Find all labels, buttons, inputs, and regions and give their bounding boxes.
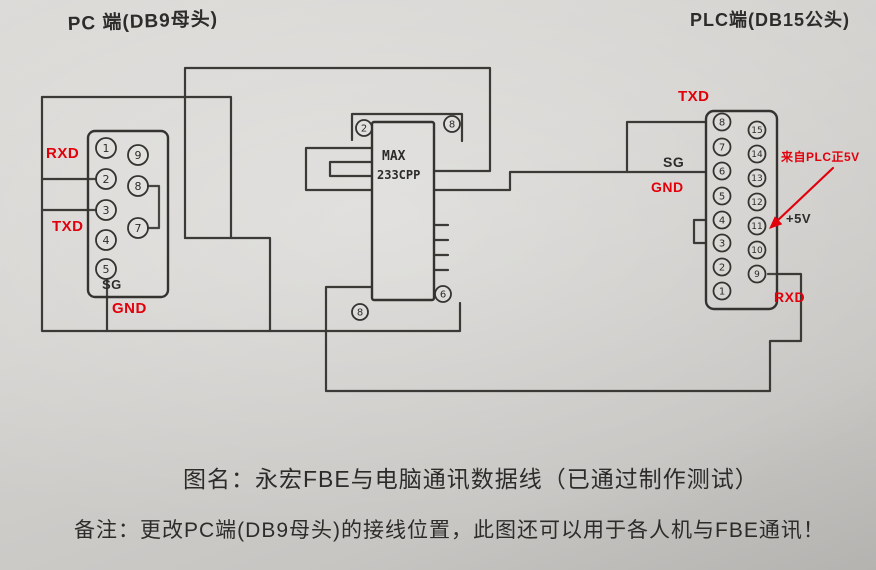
pin-number: 12 [751,198,762,208]
pin-circle [747,192,767,212]
pin-number: 5 [103,263,110,276]
pin-circle [127,217,149,239]
gnd-label-plc: GND [651,179,684,195]
pin-circle [747,168,767,188]
pin-number: 8 [135,180,142,193]
db9-left-pins: 1 2 3 4 5 [95,137,117,280]
pin-circle [712,112,732,132]
plus5v-label: +5V [786,211,811,226]
pin-circle [95,229,117,251]
pin-number: 2 [103,173,110,186]
sg-label-plc: SG [663,154,684,170]
pin-circle [127,144,149,166]
from-plc-5v-arrow [769,166,835,229]
pin-number: 15 [751,126,762,136]
wire-sg-line [432,170,708,192]
pin-number: 7 [719,143,725,154]
chip-name-line2: 233CPP [377,168,420,182]
gnd-label-pc: GND [112,300,147,317]
caption-note: 备注：更改PC端(DB9母头)的接线位置，此图还可以用于各人机与FBE通讯！ [74,519,825,542]
db15-left-pins: 8 7 6 5 4 3 2 1 [712,112,732,301]
wire-chip-cap-inner [328,160,374,178]
pin-number: 6 [719,167,725,178]
pin-number: 3 [103,204,110,217]
pin-number: 5 [719,192,725,203]
chip-corner-pin-labels: 2 8 8 6 [351,115,461,321]
arrow-line [774,166,835,224]
pin-circle [747,216,767,236]
pin-number: 3 [719,239,725,250]
wire-left-step [183,236,272,333]
pin-number: 6 [440,290,446,301]
pin-circle [712,210,732,230]
pin-circle [95,137,117,159]
pin-number: 8 [357,308,363,319]
from-plc-5v-label: 来自PLC正5V [780,149,860,164]
pin-circle [443,115,461,133]
wire-top-loop [183,66,492,240]
wire-db15-jumper-3-4 [692,218,708,245]
max233-chip-body [370,120,436,302]
pin-circle [127,175,149,197]
pin-circle [95,199,117,221]
wire-left-top [40,95,233,240]
pin-circle [747,240,767,260]
caption-title: 图名：永宏FBE与电脑通讯数据线（已通过制作测试） [183,466,759,492]
wire-txd-line [625,120,708,174]
arrow-head-icon [769,216,783,229]
rxd-label-plc: RXD [774,289,805,305]
pin-number: 8 [449,120,455,131]
pin-number: 1 [719,287,725,298]
pin-circle [351,303,369,321]
pin-number: 1 [103,142,110,155]
pc-title: PC 端(DB9母头) [67,7,218,35]
pin-circle [712,257,732,277]
sg-label-pc: SG [102,277,122,292]
db15-right-pins: 15 14 13 12 11 10 9 [747,120,767,284]
wire-gnd-run [266,301,462,333]
pin-number: 14 [751,150,763,160]
plc-title: PLC端(DB15公头) [690,10,850,30]
wire-chip-cap-outer [304,146,374,192]
wire-db9-jumper-7-8 [146,184,161,230]
pin-circle [712,281,732,301]
pin-circle [712,161,732,181]
pin-circle [355,119,373,137]
pin-circle [95,168,117,190]
chip-name-line1: MAX [382,149,406,164]
wire-chip-top-bracket [350,112,464,143]
pin-circle [747,144,767,164]
rxd-label-pc: RXD [46,145,79,162]
pin-circle [434,285,452,303]
pin-number: 7 [135,222,142,235]
pin-number: 2 [361,124,367,135]
wire-left-frame [40,95,270,333]
pin-number: 8 [719,118,725,129]
pin-number: 4 [719,216,725,227]
wires [40,66,803,393]
pin-circle [712,137,732,157]
pin-circle [747,264,767,284]
pin-circle [712,233,732,253]
db9-right-pins: 9 8 7 [127,144,149,239]
pin-circle [747,120,767,140]
pin-number: 13 [751,174,762,184]
pin-number: 4 [103,234,110,247]
pin-circle [95,258,117,280]
txd-label-pc: TXD [52,218,84,235]
pin-number: 2 [719,263,725,274]
db9-connector-outline [86,129,170,299]
pin-number: 11 [751,222,762,232]
wire-bottom-loop [324,272,803,393]
pin-number: 10 [751,246,763,256]
pin-number: 9 [754,270,760,280]
pin-number: 9 [135,149,142,162]
txd-label-plc: TXD [678,88,710,105]
pin-circle [712,186,732,206]
